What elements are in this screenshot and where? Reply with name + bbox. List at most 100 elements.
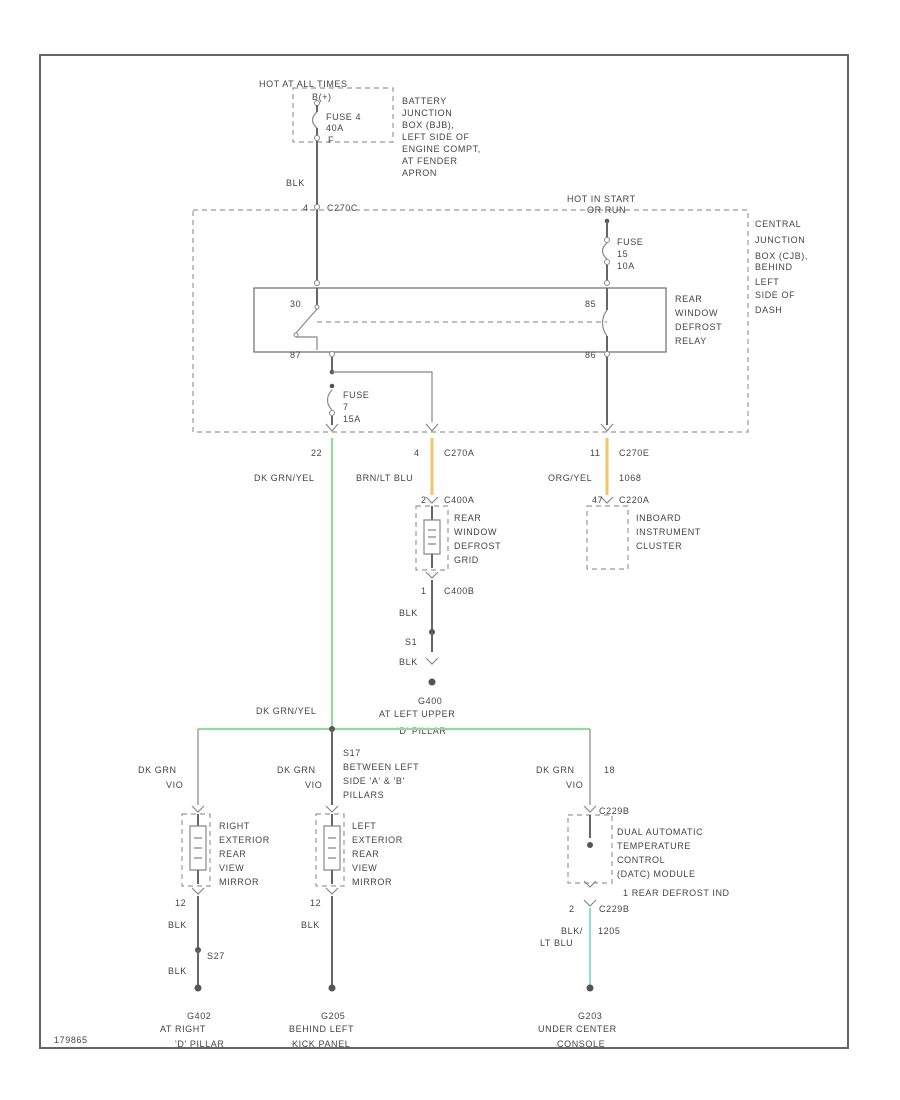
- rear-window-defrost-grid: 2 C400A REAR WINDOW DEFROST GRID 1 C400B: [415, 495, 501, 596]
- bjb-fuse-rating: 40A: [326, 123, 344, 133]
- fuse-7-symbol: [326, 389, 333, 411]
- relay-pin-30: 30: [290, 299, 301, 309]
- figure-code: 179865: [54, 1035, 88, 1045]
- datc-ground-loc-2: CONSOLE: [557, 1039, 605, 1049]
- cjb-desc-line-5: LEFT: [755, 277, 779, 287]
- right-mirror-wire-bottom-2: BLK: [168, 966, 187, 976]
- datc-bottom-pin: 2: [569, 904, 575, 914]
- bjb-fuse-label: FUSE 4: [326, 112, 361, 122]
- connector-c270c-name: C270C: [327, 203, 358, 213]
- grid-bottom-pin: 1: [421, 586, 427, 596]
- datc-connector-top: C229B: [599, 806, 630, 816]
- connector-right-name: C270E: [619, 448, 650, 458]
- cluster-connector: C220A: [619, 495, 650, 505]
- right-mirror-desc-2: EXTERIOR: [219, 835, 270, 845]
- cjb-fuse-rating: 10A: [617, 261, 635, 271]
- bjb-hot-label: HOT AT ALL TIMES: [259, 79, 348, 89]
- bjb-desc-line-2: JUNCTION: [402, 108, 452, 118]
- cjb-desc-line-6: SIDE OF: [755, 290, 795, 300]
- left-mirror-desc-4: VIEW: [352, 863, 377, 873]
- s17-name: S17: [343, 748, 361, 758]
- fuse-7-rating: 15A: [343, 414, 361, 424]
- bjb-desc-line-6: AT FENDER: [402, 156, 458, 166]
- bjb-bottom-terminal: F: [328, 135, 334, 145]
- connector-middle-pin: 4: [414, 448, 420, 458]
- right-exterior-mirror: DK GRN VIO RIGHT EXTERIOR REAR VIEW MIRR…: [138, 765, 270, 1049]
- cjb-fuse-label: FUSE: [617, 237, 643, 247]
- left-mirror-circuit: VIO: [305, 780, 322, 790]
- grid-top-pin: 2: [421, 495, 427, 505]
- relay-desc-line-2: WINDOW: [675, 308, 718, 318]
- wire-label-brn-lt-blu: BRN/LT BLU: [356, 473, 413, 483]
- relay-pin-86: 86: [585, 350, 596, 360]
- right-mirror-heater-symbol: [189, 825, 207, 871]
- cjb-desc-line-1: CENTRAL: [755, 219, 801, 229]
- bjb-desc-line-5: ENGINE COMPT,: [402, 144, 481, 154]
- s17-location-3: PILLARS: [343, 790, 384, 800]
- right-mirror-ground-loc-2: 'D' PILLAR: [175, 1039, 224, 1049]
- cluster-pin: 47: [592, 495, 603, 505]
- bjb-desc-line-7: APRON: [402, 168, 437, 178]
- datc-wire-bottom-2: LT BLU: [540, 938, 573, 948]
- g400-location-1: AT LEFT UPPER: [379, 709, 455, 719]
- grid-desc-line-3: DEFROST: [454, 541, 501, 551]
- datc-desc-3: CONTROL: [617, 855, 665, 865]
- g400-wire-top: BLK: [399, 608, 418, 618]
- left-mirror-ground-loc-2: KICK PANEL: [292, 1039, 350, 1049]
- left-mirror-wire-bottom: BLK: [301, 920, 320, 930]
- grid-desc-line-1: REAR: [454, 513, 481, 523]
- datc-ground-loc-1: UNDER CENTER: [538, 1024, 617, 1034]
- cluster-desc-line-2: INSTRUMENT: [636, 527, 701, 537]
- grid-desc-line-2: WINDOW: [454, 527, 497, 537]
- bjb-top-terminal: B(+): [312, 92, 332, 102]
- datc-desc-4: (DATC) MODULE: [617, 869, 696, 879]
- wire-circuit-1068: 1068: [619, 473, 641, 483]
- cjb-hot-label-2: OR RUN: [587, 205, 626, 215]
- battery-junction-box: HOT AT ALL TIMES B(+) FUSE 4 40A F BATTE…: [259, 79, 481, 178]
- left-mirror-desc-1: LEFT: [352, 821, 376, 831]
- ground-g400: BLK S1 BLK G400 AT LEFT UPPER 'D' PILLAR: [379, 580, 455, 736]
- relay-desc-line-1: REAR: [675, 294, 702, 304]
- datc-desc-1: DUAL AUTOMATIC: [617, 827, 703, 837]
- datc-pin-note: 1 REAR DEFROST IND: [623, 888, 730, 898]
- datc-ground: G203: [578, 1011, 602, 1021]
- left-mirror-bottom-pin: 12: [310, 898, 321, 908]
- relay-coil: [601, 309, 608, 337]
- relay-desc-line-4: RELAY: [675, 336, 707, 346]
- s17-location-2: SIDE 'A' & 'B': [343, 776, 405, 786]
- g400-wire-bottom: BLK: [399, 657, 418, 667]
- cjb-hot-label: HOT IN START: [567, 194, 636, 204]
- bjb-desc-line-3: BOX (BJB),: [402, 120, 455, 130]
- g400-name: G400: [418, 696, 442, 706]
- relay-switch-contact: [295, 308, 318, 334]
- wire-blk-top: BLK: [286, 178, 305, 188]
- fuse-7-number: 7: [343, 402, 349, 412]
- rear-window-defrost-relay: 30 85 87 86 REAR WINDOW DEFROST RELAY: [253, 287, 722, 360]
- left-mirror-desc-3: REAR: [352, 849, 379, 859]
- right-mirror-ground-loc-1: AT RIGHT: [160, 1024, 206, 1034]
- grid-element-symbol: [423, 519, 441, 555]
- bjb-desc-line-1: BATTERY: [402, 96, 447, 106]
- left-mirror-desc-2: EXTERIOR: [352, 835, 403, 845]
- cluster-desc-line-1: INBOARD: [636, 513, 681, 523]
- fuse-7-label: FUSE: [343, 390, 369, 400]
- datc-circuit: VIO: [566, 780, 583, 790]
- fuse-4-symbol: [311, 111, 318, 129]
- datc-desc-2: TEMPERATURE: [617, 841, 691, 851]
- right-mirror-desc-4: VIEW: [219, 863, 244, 873]
- left-mirror-ground-loc-1: BEHIND LEFT: [289, 1024, 354, 1034]
- s17-location-1: BETWEEN LEFT: [343, 762, 419, 772]
- datc-circuit-bottom: 1205: [598, 926, 620, 936]
- right-mirror-desc-5: MIRROR: [219, 877, 259, 887]
- relay-pin-85: 85: [585, 299, 596, 309]
- bjb-desc-line-4: LEFT SIDE OF: [402, 132, 470, 142]
- left-mirror-desc-5: MIRROR: [352, 877, 392, 887]
- left-mirror-heater-symbol: [323, 825, 341, 871]
- grid-desc-line-4: GRID: [454, 555, 479, 565]
- wire-label-dk-grn-yel: DK GRN/YEL: [254, 473, 315, 483]
- datc-wire: DK GRN: [536, 765, 575, 775]
- cjb-fuse-number: 15: [617, 249, 628, 259]
- grid-top-connector: C400A: [444, 495, 475, 505]
- datc-bottom-connector: C229B: [599, 904, 630, 914]
